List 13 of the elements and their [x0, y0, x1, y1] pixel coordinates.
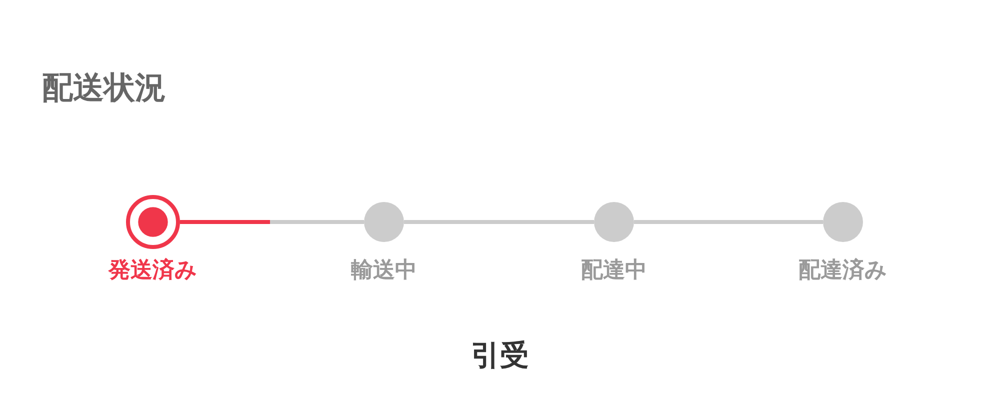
step-label: 配達中: [581, 258, 647, 284]
connector-line: [404, 220, 594, 224]
step-label: 配達済み: [798, 258, 888, 284]
step-dot: [364, 202, 404, 242]
step-label: 輸送中: [351, 258, 417, 284]
heading: 配送状況: [42, 70, 166, 108]
step-dot: [823, 202, 863, 242]
step-dot: [594, 202, 634, 242]
connector-line: [634, 220, 823, 224]
current-step-marker: [126, 195, 180, 249]
connector-line: [180, 220, 364, 224]
status-text: 引受: [471, 338, 529, 373]
step-label: 発送済み: [108, 258, 198, 284]
